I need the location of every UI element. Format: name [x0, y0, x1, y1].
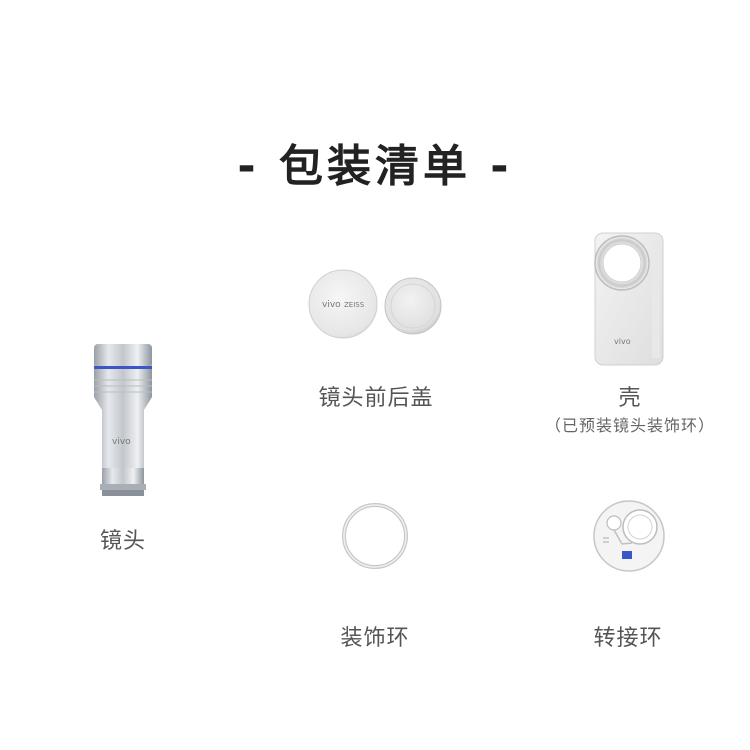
adapter-ring-label: 转接环 — [593, 626, 663, 651]
deco-ring-label: 装饰环 — [340, 626, 410, 651]
case-note: （已预装镜头装饰环） — [544, 416, 715, 435]
case-label: 壳 — [618, 386, 642, 411]
lens-caps-partner-text: ZEISS — [344, 301, 365, 309]
lens-caps-image: vivo ZEISS — [306, 268, 446, 340]
adapter-ring-image — [592, 499, 666, 573]
lens-label: 镜头 — [99, 529, 146, 554]
lens-caps-label: 镜头前后盖 — [318, 386, 434, 411]
lens-caps-brand-text: vivo — [322, 300, 341, 310]
case-brand-text: vivo — [614, 337, 631, 346]
deco-ring-image — [341, 502, 409, 570]
page-title: - 包装清单 - — [237, 141, 513, 192]
lens-image: vivo — [88, 340, 158, 505]
lens-brand-text: vivo — [112, 437, 131, 447]
case-image: vivo — [592, 232, 666, 367]
